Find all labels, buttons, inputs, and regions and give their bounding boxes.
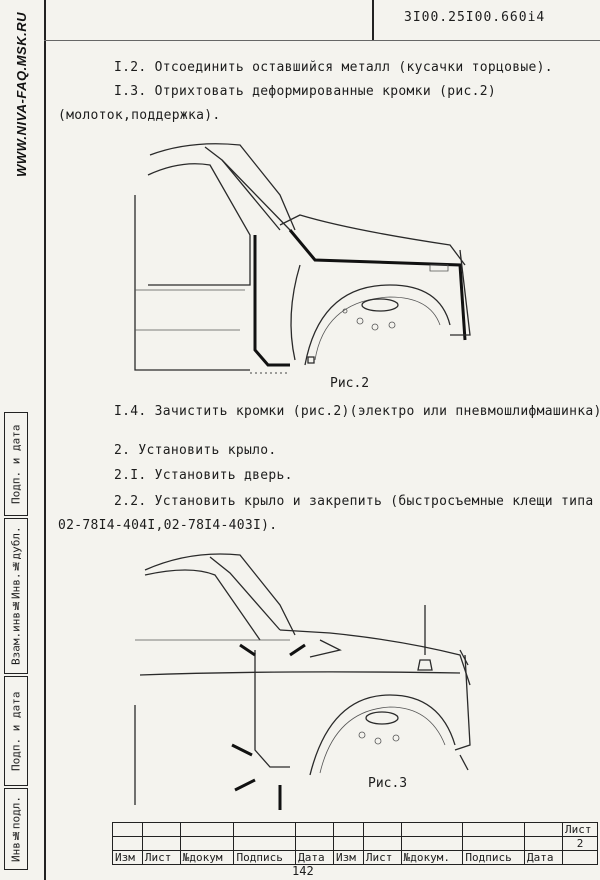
col-podpis: Подпись (233, 850, 297, 865)
sheet-label: Лист (562, 822, 598, 837)
side-box-inv-original: Инв№подл. (4, 788, 28, 870)
step-1-3-tools: (молоток,поддержка). (58, 108, 221, 123)
step-1-3: I.3. Отрихтовать деформированные кромки … (114, 84, 496, 99)
figure-2-drawing (134, 143, 471, 374)
frame-left-border (44, 0, 46, 880)
figure-2-caption: Рис.2 (330, 376, 370, 391)
page-number: 142 (292, 864, 314, 878)
watermark-url: WWW.NIVA-FAQ.MSK.RU (14, 12, 29, 177)
title-block-stamp: Лист 2 Изм Лист №докум Подпись Дата Изм … (112, 822, 598, 865)
step-2-2-tools: 02-78I4-404I,02-78I4-403I). (58, 518, 278, 533)
step-2-1: 2.I. Установить дверь. (114, 468, 293, 483)
step-2-2: 2.2. Установить крыло и закрепить (быстр… (114, 494, 594, 509)
col-podpis-2: Подпись (462, 850, 526, 865)
side-box-signature-date-2: Подп. и дата (4, 412, 28, 516)
side-box-signature-date-1: Подп. и дата (4, 676, 28, 786)
col-izm-2: Изм (332, 850, 364, 865)
step-2: 2. Установить крыло. (114, 443, 277, 458)
figure-3-caption: Рис.3 (368, 776, 408, 791)
col-list: Лист (141, 850, 181, 865)
step-1-4: I.4. Зачистить кромки (рис.2)(электро ил… (114, 404, 600, 419)
document-number: 3I00.25I00.660і4 (404, 10, 546, 25)
col-ndokum: №докум (179, 850, 235, 865)
col-list-2: Лист (362, 850, 402, 865)
frame-top-border (44, 40, 600, 41)
step-1-2: I.2. Отсоединить оставшийся металл (куса… (114, 60, 553, 75)
figure-3-drawing (134, 553, 471, 810)
header-box-left (372, 0, 374, 40)
col-data-2: Дата (524, 850, 563, 865)
col-ndokum-2: №докум. (400, 850, 464, 865)
side-box-replacement-inv: Взам.инв№Инв.№дубл. (4, 518, 28, 674)
col-data: Дата (295, 850, 334, 865)
col-izm: Изм (112, 850, 143, 865)
sheet-number: 2 (562, 836, 598, 851)
